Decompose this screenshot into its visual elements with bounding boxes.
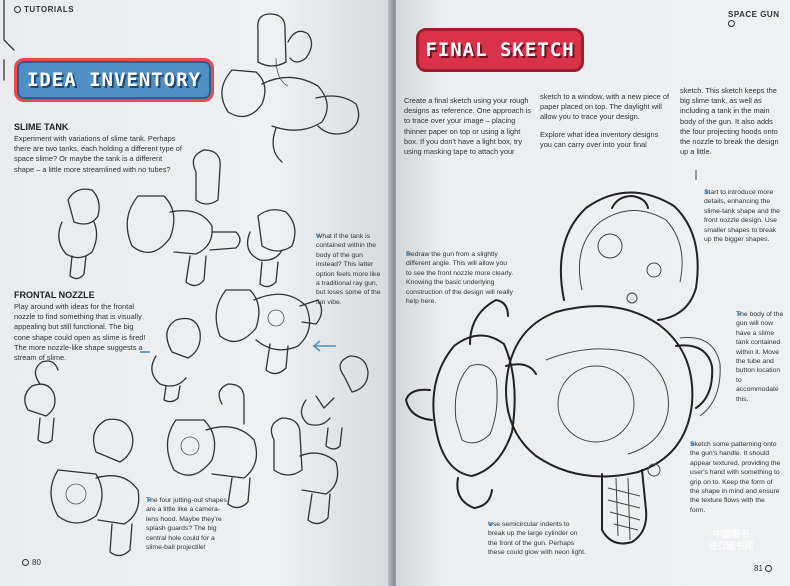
sketch-gun-bottom-right — [270, 395, 339, 525]
intro-text-col1: Create a final sketch using your rough d… — [404, 96, 531, 157]
sketch-slime-tank-variant-a — [58, 188, 100, 280]
idea-inventory-banner: IDEA INVENTORY — [14, 58, 214, 102]
section-label-left: TUTORIALS — [14, 5, 74, 14]
sketch-handle — [601, 469, 648, 545]
section-label-right: SPACE GUN — [728, 10, 790, 28]
tutorial-line-art — [3, 0, 15, 51]
arrow-right-icon: ► — [146, 497, 153, 504]
arrow-right-icon: ► — [736, 311, 743, 318]
sketch-nozzle-small — [151, 317, 201, 403]
caption-indents: ► Use semicircular indents to break up t… — [488, 521, 586, 557]
caption-pattern: ► Sketch some patterning onto the gun's … — [690, 441, 781, 514]
frontal-nozzle-heading: FRONTAL NOZZLE — [14, 290, 95, 300]
frontal-nozzle-text: Play around with ideas for the frontal n… — [14, 302, 146, 363]
caption-details: ► Start to introduce more details, enhan… — [704, 189, 780, 244]
sketch-tank-in-body — [215, 289, 323, 375]
sketch-nozzle-right — [300, 355, 369, 450]
bullet-circle-icon — [765, 565, 773, 573]
caption-hoods: ► The four jutting-out shapes are a litt… — [146, 497, 227, 552]
caption-redraw: ► Redraw the gun from a slightly differe… — [406, 251, 514, 306]
intro-text-col2a: sketch to a window, with a new piece of … — [540, 92, 669, 122]
sketch-slime-tank-variant-c — [246, 209, 296, 288]
gun-concept-sketches — [3, 13, 369, 557]
sketch-nozzle-cone — [24, 360, 59, 444]
caption-body-tank: ► The body of the gun will now have a sl… — [736, 311, 784, 403]
intro-text-col2b: Explore what idea inventory designs you … — [540, 130, 659, 150]
bullet-circle-icon — [728, 20, 735, 28]
arrow-right-icon: ► — [690, 441, 697, 448]
bullet-circle-icon — [22, 559, 29, 567]
arrow-right-icon: ► — [488, 521, 495, 528]
page-number-left: 80 — [22, 558, 41, 567]
watermark-logo: 中国图书进口图书网 — [708, 529, 754, 551]
right-page: SPACE GUN FINAL SKETCH Create a final sk… — [396, 0, 790, 586]
final-gun-sketch — [405, 170, 721, 545]
page-number-right: 81 — [754, 564, 775, 573]
sketch-two-tanks — [221, 13, 360, 163]
slime-tank-text: Experiment with variations of slime tank… — [14, 134, 182, 174]
bullet-circle-icon — [14, 6, 21, 14]
arrow-right-icon: ► — [406, 251, 413, 258]
left-page: TUTORIALS IDEA INVENTORY SLIME TANK Expe… — [0, 0, 392, 586]
intro-text-col3: sketch. This sketch keeps the big slime … — [680, 86, 779, 157]
final-sketch-banner: FINAL SKETCH — [416, 28, 584, 72]
arrow-right-icon: ► — [704, 189, 711, 196]
sketch-gun-body — [505, 305, 694, 478]
caption-tank-inside: ► What if the tank is contained within t… — [316, 233, 381, 306]
sketch-tube — [675, 337, 721, 417]
pointer-arrow — [312, 340, 336, 352]
sketch-slime-tank-variant-b — [126, 149, 241, 287]
sketch-gun-bottom-center — [166, 383, 258, 509]
sketch-slime-tank — [559, 191, 699, 321]
slime-tank-heading: SLIME TANK — [14, 122, 69, 132]
arrow-right-icon: ► — [316, 233, 323, 240]
sketch-gun-bottom-left — [50, 418, 140, 557]
sketch-front-nozzle — [405, 299, 537, 509]
